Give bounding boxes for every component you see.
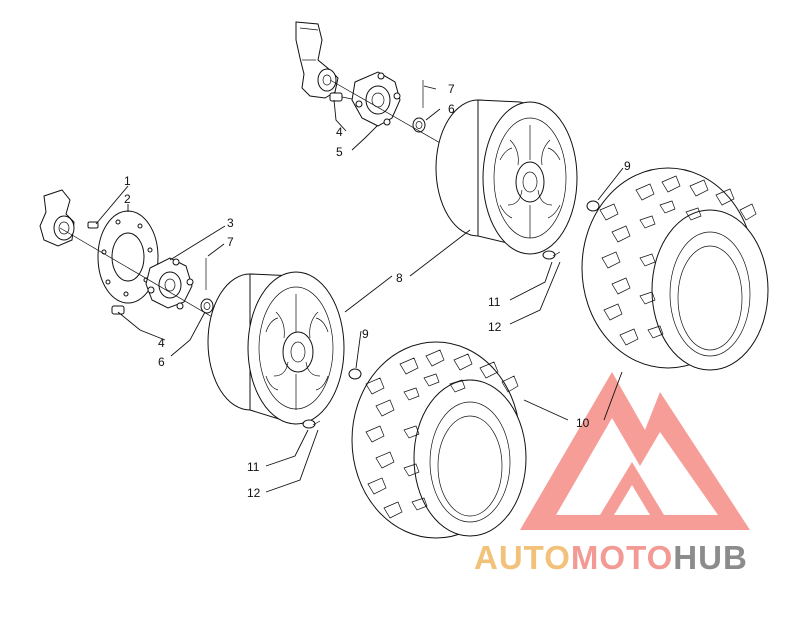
callout-12-front: 12 (247, 486, 261, 500)
callout-4-front: 4 (158, 336, 165, 350)
callout-10: 10 (576, 416, 590, 430)
callout-11-front: 11 (247, 460, 260, 474)
watermark-text: AUTOMOTOHUB (474, 539, 748, 576)
callout-3: 3 (227, 216, 234, 230)
rear-wheel-rim (435, 99, 578, 255)
front-axle-nut (200, 258, 214, 314)
callout-6-rear: 6 (448, 102, 455, 116)
rear-knuckle (295, 21, 339, 99)
front-tire (351, 341, 527, 539)
front-hub (145, 257, 194, 310)
callout-11-rear: 11 (488, 295, 501, 309)
watermark-part2: MOTO (571, 539, 673, 576)
front-valve-stem (302, 419, 321, 429)
callout-7-front: 7 (227, 235, 234, 249)
rear-wheel-stud (329, 92, 353, 102)
callout-2: 2 (124, 192, 131, 206)
callout-5: 5 (336, 145, 343, 159)
front-wheel-rim (207, 271, 345, 425)
leader-lines (95, 85, 624, 493)
callout-12-rear: 12 (488, 320, 502, 334)
rear-hub (351, 71, 401, 127)
disc-bolt (87, 221, 99, 229)
callout-9-rear: 9 (624, 159, 631, 173)
callout-1: 1 (124, 174, 131, 188)
callout-7-rear: 7 (448, 82, 455, 96)
callout-4-rear: 4 (336, 125, 343, 139)
svg-text:AUTOMOTOHUB: AUTOMOTOHUB (474, 539, 748, 576)
rear-axle-nut (412, 80, 426, 133)
rear-lug-nut (586, 200, 600, 212)
callout-9-front: 9 (362, 327, 369, 341)
callout-labels: 1 2 3 7 4 6 7 6 4 5 8 9 9 10 11 12 11 12 (124, 82, 631, 500)
callout-8: 8 (396, 271, 403, 285)
brake-disc (97, 210, 159, 304)
callout-6-front: 6 (158, 355, 165, 369)
rear-tire (581, 167, 769, 371)
watermark-part3: HUB (673, 539, 748, 576)
watermark-part1: AUTO (474, 539, 571, 576)
front-wheel-stud (111, 305, 125, 315)
rear-valve-stem (542, 250, 561, 260)
front-knuckle (39, 189, 75, 247)
watermark-logo (520, 372, 750, 530)
front-lug-nut (348, 368, 362, 380)
